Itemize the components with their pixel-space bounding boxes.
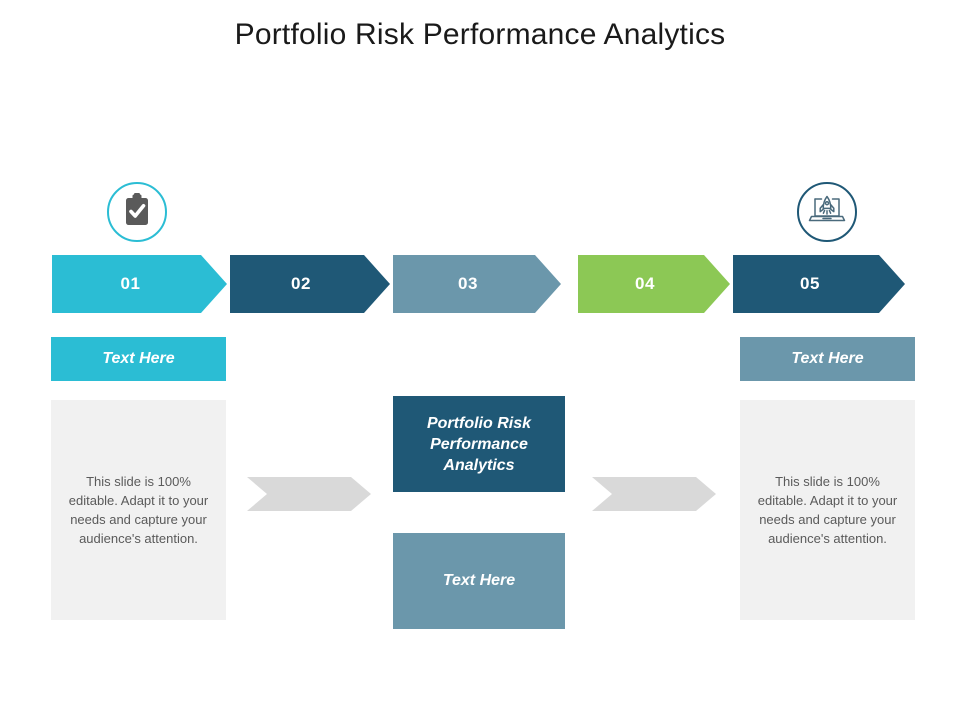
center-sub-label: Text Here [442, 572, 516, 589]
step-chevron-04[interactable]: 04 [578, 255, 730, 313]
connector-arrow-right [592, 477, 716, 511]
step-number: 03 [458, 274, 478, 293]
clipboard-check-icon-circle [107, 182, 167, 242]
body-text-panel-left: This slide is 100% editable. Adapt it to… [51, 400, 226, 620]
step-number: 01 [120, 274, 141, 293]
step-chevron-01[interactable]: 01 [52, 255, 227, 313]
step-chevron-02[interactable]: 02 [230, 255, 390, 313]
rocket-laptop-launch-icon-circle [797, 182, 857, 242]
body-text: This slide is 100% editable. Adapt it to… [757, 474, 898, 546]
rocket-laptop-launch-icon [808, 193, 846, 232]
center-title-text: Portfolio Risk Performance Analytics [426, 414, 531, 474]
ribbon-label: Text Here [102, 350, 175, 367]
center-title-box[interactable]: Portfolio Risk Performance Analytics [393, 396, 565, 492]
center-text-here-box[interactable]: Text Here [393, 533, 565, 629]
ribbon-label: Text Here [791, 350, 864, 367]
page-title: Portfolio Risk Performance Analytics [234, 18, 726, 51]
text-here-ribbon-left[interactable]: Text Here [51, 337, 226, 381]
step-number: 05 [800, 274, 820, 293]
connector-arrow-left [247, 477, 371, 511]
step-number: 04 [635, 274, 655, 293]
text-here-ribbon-right[interactable]: Text Here [740, 337, 915, 381]
step-chevron-03[interactable]: 03 [393, 255, 561, 313]
body-text: This slide is 100% editable. Adapt it to… [68, 474, 209, 546]
step-chevron-05[interactable]: 05 [733, 255, 905, 313]
body-text-panel-right: This slide is 100% editable. Adapt it to… [740, 400, 915, 620]
step-number: 02 [291, 274, 311, 293]
clipboard-check-icon [122, 192, 152, 232]
